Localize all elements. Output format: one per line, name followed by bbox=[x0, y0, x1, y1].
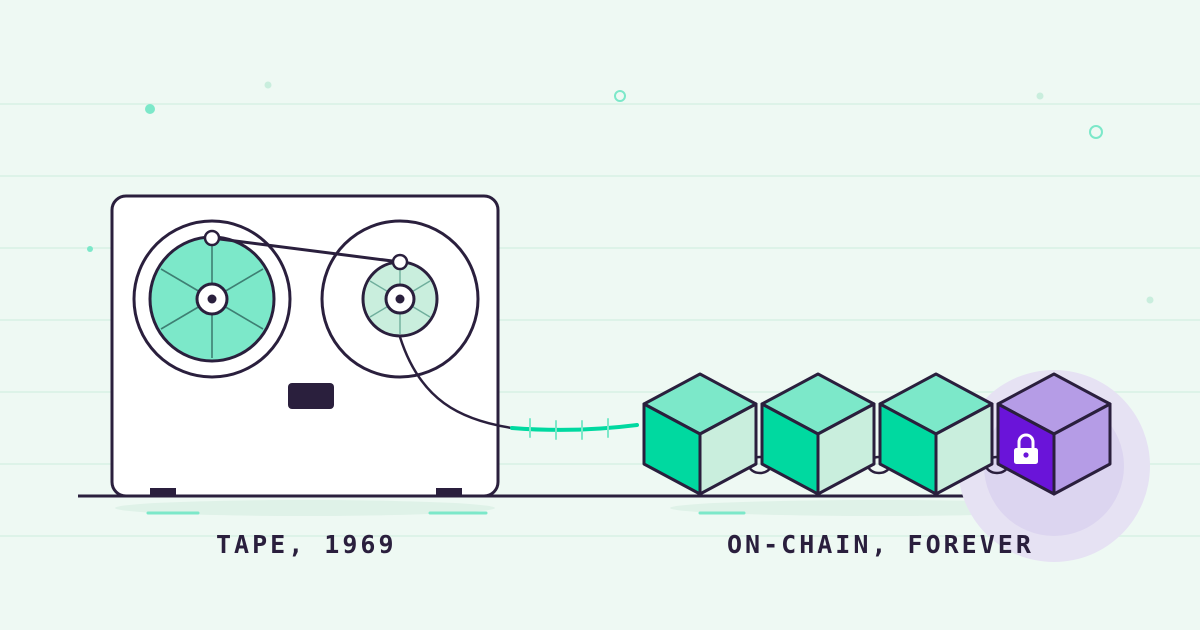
sparkle-dot bbox=[264, 81, 272, 89]
left-reel bbox=[132, 219, 292, 379]
right-reel bbox=[320, 219, 480, 379]
sparkle-dot bbox=[87, 246, 93, 252]
reel-to-reel-tape-icon bbox=[110, 194, 500, 498]
padlock-icon bbox=[1014, 433, 1038, 464]
caption-on-chain: ON-CHAIN, FOREVER bbox=[727, 530, 1034, 559]
tape-machine-foot bbox=[436, 488, 462, 497]
tape-lead bbox=[398, 336, 639, 440]
caption-tape: TAPE, 1969 bbox=[216, 530, 397, 559]
chain-block-2 bbox=[760, 372, 876, 496]
tape-machine-foot bbox=[150, 488, 176, 497]
tape-machine-button bbox=[288, 383, 334, 409]
tape-between-reels bbox=[211, 236, 401, 264]
decorative-dots bbox=[87, 81, 1154, 304]
sparkle-ring bbox=[1089, 125, 1103, 139]
sparkle-dot bbox=[1146, 296, 1154, 304]
chain-block-3 bbox=[878, 372, 994, 496]
tape-guide bbox=[203, 229, 221, 247]
sparkle-dot bbox=[1036, 92, 1044, 100]
blockchain-cube-icon bbox=[642, 372, 1112, 496]
chain-block-1 bbox=[642, 372, 758, 496]
tape-guide bbox=[391, 253, 409, 271]
sparkle-dot bbox=[145, 104, 155, 114]
sparkle-ring bbox=[614, 90, 626, 102]
